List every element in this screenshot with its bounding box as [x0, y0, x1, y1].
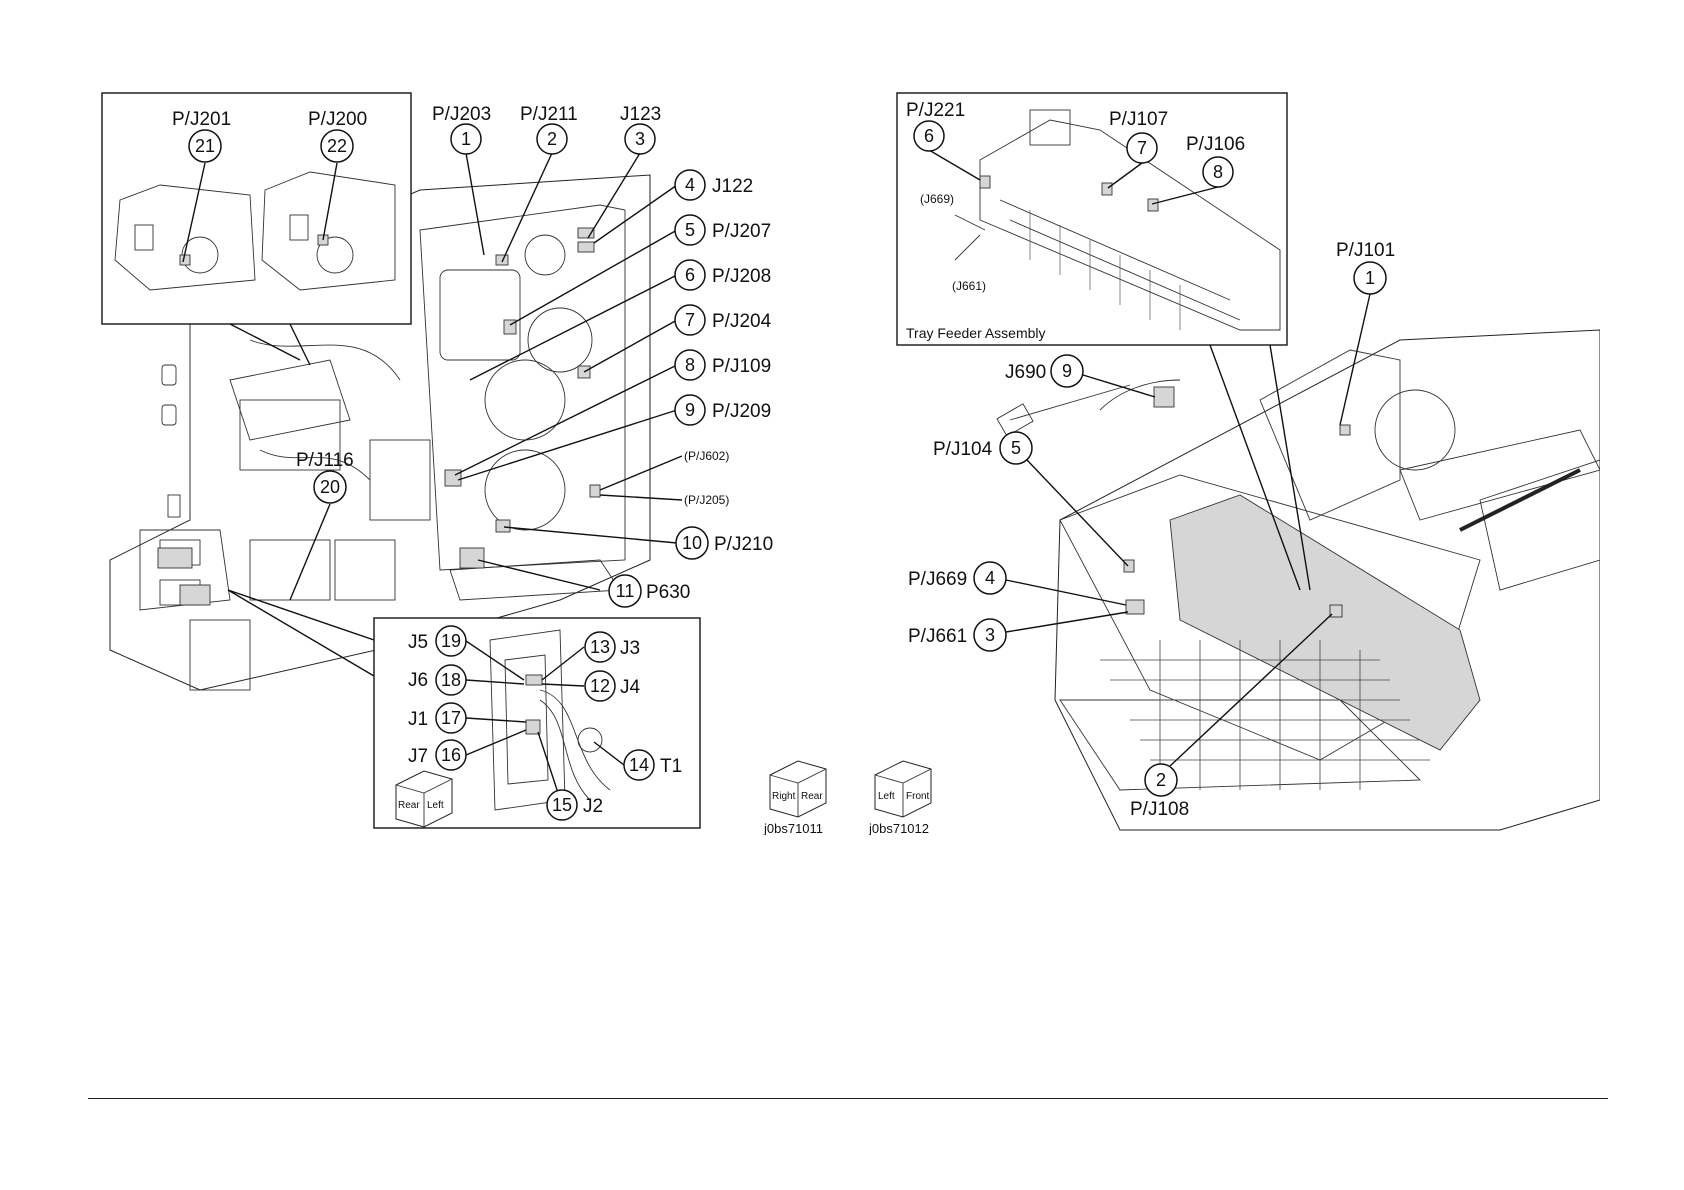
callout-9-right: 9	[1062, 361, 1072, 381]
callout-4-right: 4	[985, 568, 995, 588]
callout-1: 1	[461, 129, 471, 149]
callout-18: 18	[441, 670, 461, 690]
callout-3-right: 3	[985, 625, 995, 645]
label-j690: J690	[1005, 362, 1046, 383]
callout-9: 9	[685, 400, 695, 420]
label-j4: J4	[620, 677, 641, 698]
label-j6: J6	[408, 670, 428, 691]
callout-7: 7	[685, 310, 695, 330]
callout-4: 4	[685, 175, 695, 195]
label-pj108: P/J108	[1130, 799, 1189, 820]
label-j3: J3	[620, 638, 640, 659]
inset-caption: Tray Feeder Assembly	[906, 325, 1046, 341]
label-pj208: P/J208	[712, 266, 771, 287]
label-pj210: P/J210	[714, 534, 773, 555]
svg-text:Left: Left	[427, 800, 444, 811]
page-divider	[88, 1098, 1608, 1099]
label-pj106: P/J106	[1186, 134, 1245, 155]
caption-j0bs71011: j0bs71011	[763, 821, 823, 835]
label-j2: J2	[583, 796, 603, 817]
svg-text:Rear: Rear	[801, 791, 823, 802]
callout-10: 10	[682, 533, 702, 553]
label-j123: J123	[620, 104, 661, 125]
label-pj109: P/J109	[712, 356, 771, 377]
label-t1: T1	[660, 756, 682, 777]
svg-text:Left: Left	[878, 791, 895, 802]
label-p630: P630	[646, 582, 690, 603]
label-pj101: P/J101	[1336, 240, 1395, 261]
label-pj205: (P/J205)	[684, 493, 729, 507]
label-pj661: P/J661	[908, 626, 967, 647]
label-pj669: P/J669	[908, 569, 967, 590]
label-pj116: P/J116	[296, 450, 354, 471]
callout-16: 16	[441, 745, 461, 765]
machine-tray-right	[996, 329, 1600, 831]
callout-3: 3	[635, 129, 645, 149]
callout-13: 13	[590, 637, 610, 657]
label-pj221: P/J221	[906, 100, 965, 121]
inset-top-left	[101, 92, 412, 325]
orientation-cube-rear-left: Rear Left	[395, 770, 453, 828]
callout-8: 8	[685, 355, 695, 375]
label-pj107: P/J107	[1109, 109, 1168, 130]
left-diagram: P/J201 21 P/J200 22 P/J203 1 P/J211 2 J1…	[101, 92, 773, 829]
callout-6-right: 6	[924, 126, 934, 146]
caption-j0bs71012: j0bs71012	[868, 821, 929, 835]
inset-tray-feeder	[896, 92, 1288, 346]
label-pj104: P/J104	[933, 439, 993, 460]
legend-boxes: Right Rear j0bs71011 Left Front j0bs7101…	[763, 760, 932, 835]
label-j1: J1	[408, 709, 428, 730]
callout-8-right: 8	[1213, 162, 1223, 182]
callout-5-right: 5	[1011, 438, 1021, 458]
orientation-cube-right-rear: Right Rear	[769, 760, 827, 818]
callout-6: 6	[685, 265, 695, 285]
label-pj204: P/J204	[712, 311, 772, 332]
label-j5: J5	[408, 632, 428, 653]
svg-text:Rear: Rear	[398, 800, 420, 811]
callout-11: 11	[616, 581, 635, 601]
callout-1-right: 1	[1365, 268, 1375, 288]
orientation-cube-left-front: Left Front	[874, 760, 932, 818]
callout-21: 21	[195, 136, 215, 156]
svg-text:Front: Front	[906, 791, 930, 802]
callout-7-right: 7	[1137, 138, 1147, 158]
callout-2: 2	[547, 129, 557, 149]
callout-2-right: 2	[1156, 770, 1166, 790]
callout-15: 15	[552, 795, 572, 815]
label-j661-small: (J661)	[952, 279, 986, 293]
callout-17: 17	[441, 708, 461, 728]
callout-20: 20	[320, 477, 340, 497]
label-j122: J122	[712, 176, 753, 197]
label-pj201: P/J201	[172, 109, 231, 130]
right-diagram: P/J221 6 P/J107 7 P/J106 8 (J669) (J661)…	[896, 92, 1600, 831]
label-pj203: P/J203	[432, 104, 491, 125]
label-pj207: P/J207	[712, 221, 771, 242]
label-j669-small: (J669)	[920, 192, 954, 206]
label-pj602: (P/J602)	[684, 449, 729, 463]
callout-12: 12	[590, 676, 610, 696]
label-pj200: P/J200	[308, 109, 367, 130]
callout-14: 14	[629, 755, 649, 775]
label-pj211: P/J211	[520, 104, 578, 125]
label-j7: J7	[408, 746, 428, 767]
callout-5: 5	[685, 220, 695, 240]
svg-text:Right: Right	[772, 791, 796, 802]
callout-19: 19	[441, 631, 461, 651]
callout-22: 22	[327, 136, 347, 156]
label-pj209: P/J209	[712, 401, 771, 422]
